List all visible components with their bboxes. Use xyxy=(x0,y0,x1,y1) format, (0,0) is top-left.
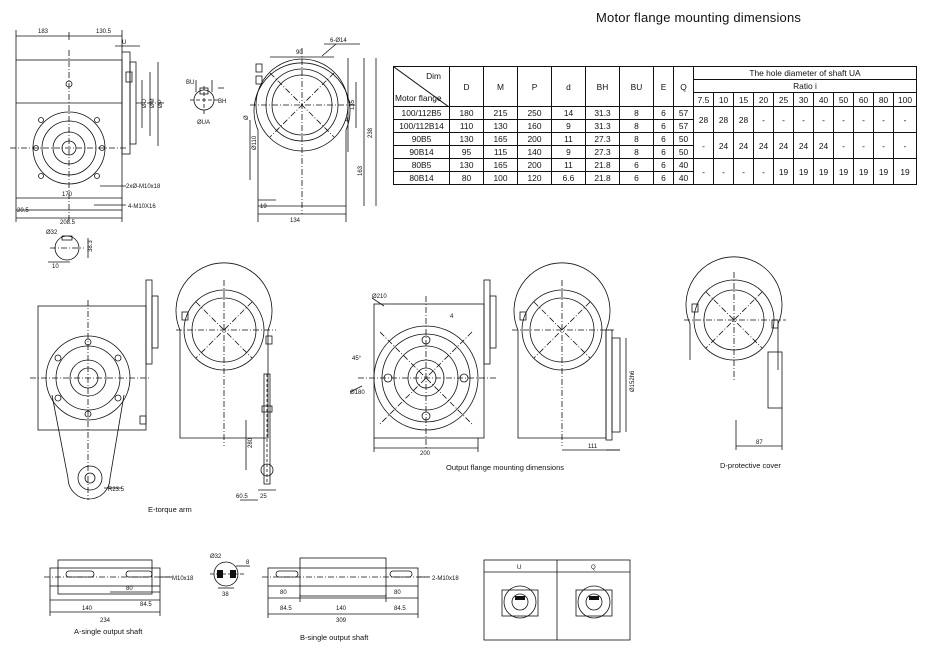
dim-label: Ø152h6 xyxy=(630,370,636,392)
dim-label: ØUA xyxy=(197,120,210,126)
dim-label: 2-M10x18 xyxy=(432,576,459,582)
dim-label: 163 xyxy=(358,165,364,176)
key-hatch xyxy=(589,596,599,600)
dim-label: 234 xyxy=(100,618,111,624)
gearbox-front-view xyxy=(10,30,165,263)
ua-cell: 19 xyxy=(893,158,917,185)
dim-label: 183 xyxy=(38,29,49,35)
dimension-table: Dim Motor flange D M P d BH BU E Q The h… xyxy=(393,66,917,185)
diag-top-label: Dim xyxy=(426,71,441,81)
dim-label: 4-M10X16 xyxy=(128,204,156,210)
dim-label: Ø xyxy=(244,115,250,120)
diagonal-line xyxy=(394,67,449,107)
dim-label: 111 xyxy=(588,444,598,450)
dim-label: ØD xyxy=(142,98,148,108)
dim-label: 4 xyxy=(450,314,454,320)
dim-label: Ø110 xyxy=(252,135,258,150)
output-flange-side-view xyxy=(512,262,627,451)
dim-label: BU xyxy=(186,80,194,86)
dim-label: 90 xyxy=(296,50,303,56)
cover-caption: D-protective cover xyxy=(720,461,781,470)
key-hatch xyxy=(230,570,236,578)
dim-label: 19 xyxy=(260,204,267,210)
dim-label: 208.5 xyxy=(60,220,76,226)
diag-bottom-label: Motor flange xyxy=(395,93,442,103)
mounting-positions-box xyxy=(483,559,631,641)
shaft-a-drawing xyxy=(44,559,172,616)
dim-label: ØM xyxy=(150,98,156,108)
shaft-a-caption: A-single output shaft xyxy=(74,627,143,636)
dim-label: 25 xyxy=(260,494,267,500)
gearbox-side-view xyxy=(249,43,377,222)
dim-label: 6-Ø14 xyxy=(330,38,347,44)
box-label-q: Q xyxy=(591,565,596,571)
dim-label: 140 xyxy=(82,606,93,612)
dim-label: 280 xyxy=(248,437,254,448)
value-cell: 120 xyxy=(517,171,552,185)
dim-label: 2xØ-M10x18 xyxy=(126,184,161,190)
shaft-b-caption: B-single output shaft xyxy=(300,633,369,642)
dim-label: M10x18 xyxy=(172,576,194,582)
dim-label: 170 xyxy=(62,192,73,198)
shaft-section-drawing xyxy=(210,561,250,589)
dim-label: Ø32 xyxy=(210,554,222,560)
dim-label: 140 xyxy=(336,606,347,612)
dim-label: 84.5 xyxy=(280,606,292,612)
key-detail xyxy=(190,80,224,114)
torque-arm-front-view xyxy=(30,279,159,500)
output-flange-front-view xyxy=(349,279,497,452)
key-hatch xyxy=(217,570,223,578)
key-hatch xyxy=(515,596,525,600)
table-row: 90B14 95 115 140 9 27.3 8 6 50 xyxy=(393,145,917,159)
dim-label: 20.5 xyxy=(17,208,29,214)
dim-label: 8 xyxy=(246,560,250,566)
dim-label: 309 xyxy=(336,618,347,624)
dim-label: 84.5 xyxy=(140,602,152,608)
dim-label: 80 xyxy=(126,586,133,592)
dim-label: 134 xyxy=(290,218,301,224)
dim-label: Ø210 xyxy=(372,294,387,300)
dim-label: 10 xyxy=(52,264,59,270)
output-flange-caption: Output flange mounting dimensions xyxy=(446,463,564,472)
box-label-u: U xyxy=(517,565,521,571)
dim-label: 200 xyxy=(420,451,431,457)
dim-label: 238 xyxy=(368,127,374,138)
table-row: 80B5 130 165 200 11 21.8 6 6 40 - - - - … xyxy=(393,158,917,185)
dim-label: BH xyxy=(218,99,226,105)
dim-label: 60.5 xyxy=(236,494,248,500)
dim-label: 135 xyxy=(350,99,356,110)
col-header-bu: BU xyxy=(619,66,654,107)
dim-label: 45° xyxy=(352,356,362,362)
dim-label: 130.5 xyxy=(96,29,112,35)
protective-cover-view xyxy=(684,256,786,450)
torque-arm-side-view xyxy=(175,262,276,501)
value-cell: 40 xyxy=(673,171,694,185)
ua-cell: - xyxy=(893,106,917,133)
torque-arm-caption: E-torque arm xyxy=(148,505,192,514)
shaft-b-drawing xyxy=(262,557,430,618)
hatching xyxy=(217,570,599,600)
ua-cell: 19 xyxy=(873,158,894,185)
col-header-bh: BH xyxy=(585,66,620,107)
dim-label: 87 xyxy=(756,440,763,446)
dim-label: Ø32 xyxy=(46,230,58,236)
dim-label: 4 xyxy=(345,118,349,124)
table-row: 80B14 80 100 120 6.6 21.8 6 6 40 xyxy=(393,171,917,185)
dim-label: R23.5 xyxy=(108,487,125,493)
col-header-d: d xyxy=(551,66,586,107)
dim-label: 38.3 xyxy=(88,240,94,252)
ua-cell: 19 xyxy=(793,158,814,185)
dim-label: Ø180 xyxy=(350,390,365,396)
dim-label: ØP xyxy=(158,99,164,108)
dim-label: 80 xyxy=(394,590,401,596)
dim-label: 80 xyxy=(280,590,287,596)
page-title: Motor flange mounting dimensions xyxy=(596,10,802,25)
diagonal-header-cell: Dim Motor flange xyxy=(393,66,450,107)
dim-label: 84.5 xyxy=(394,606,406,612)
dim-label: 38 xyxy=(222,592,229,598)
dim-label: U xyxy=(122,40,126,46)
